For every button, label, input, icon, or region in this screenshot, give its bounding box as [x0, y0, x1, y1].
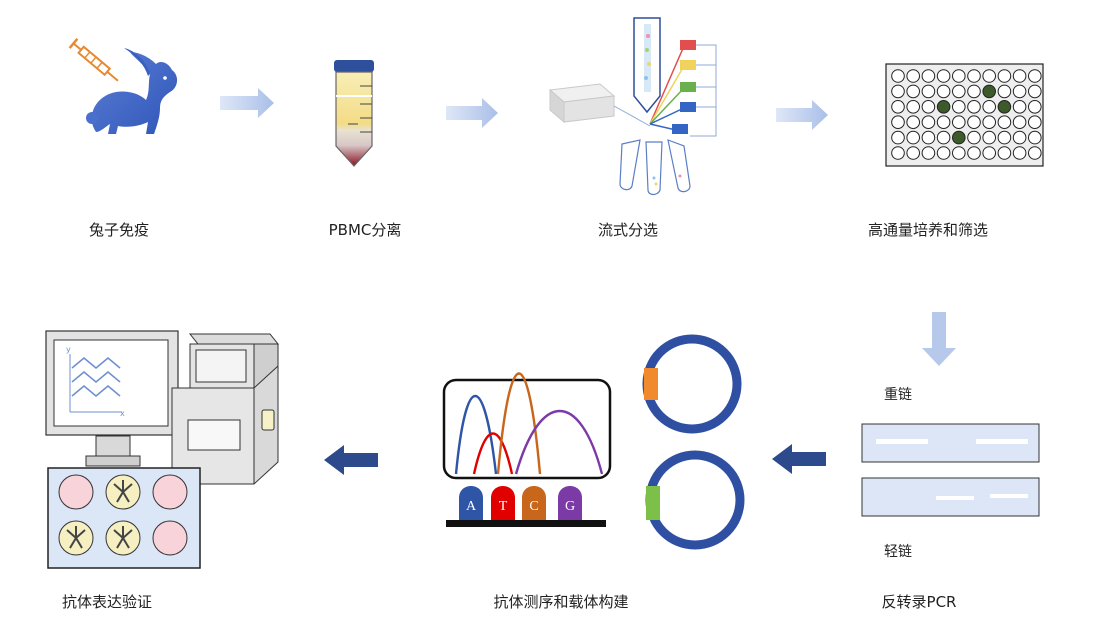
base-a: A [466, 499, 477, 514]
flow-arrow-2 [446, 98, 498, 128]
base-g: G [565, 499, 575, 514]
well [891, 100, 905, 114]
well [921, 84, 936, 99]
well [936, 69, 951, 83]
step-label-rabbit-immunization: 兔子免疫 [88, 221, 150, 239]
heavy-chain-label: 重链 [884, 387, 912, 403]
well [967, 146, 981, 160]
well [936, 146, 951, 160]
well [936, 130, 951, 145]
rabbit-syringe-icon [68, 38, 178, 134]
well [967, 115, 981, 129]
well [997, 146, 1012, 160]
well [982, 69, 997, 83]
flow-cytometer-icon [548, 17, 717, 196]
well [982, 100, 997, 114]
well [1028, 130, 1042, 145]
well-plate-icon [885, 63, 1044, 167]
well [952, 100, 966, 114]
well [952, 84, 966, 99]
well [921, 100, 936, 114]
well-positive [997, 100, 1012, 114]
well [967, 69, 981, 83]
flow-arrow-6 [324, 445, 378, 475]
well [1028, 115, 1042, 129]
flow-arrow-1 [220, 88, 274, 118]
well [921, 130, 936, 145]
well [1028, 69, 1042, 83]
flow-arrow-4 [922, 312, 956, 366]
well [982, 146, 997, 160]
light-chain-label: 轻链 [884, 544, 912, 560]
step-label-sequencing-vector: 抗体测序和载体构建 [493, 593, 629, 611]
well [891, 130, 905, 145]
well [1012, 115, 1027, 129]
well-positive [982, 84, 997, 99]
antibody-icons [66, 480, 133, 549]
well [906, 146, 921, 160]
well [952, 69, 966, 83]
well [891, 115, 905, 129]
well [952, 146, 966, 160]
well [906, 69, 921, 83]
well [997, 84, 1012, 99]
well [921, 146, 936, 160]
well [1028, 100, 1042, 114]
step-label-flow-sorting: 流式分选 [597, 221, 659, 239]
well [921, 69, 936, 83]
axis-y-letter: y [66, 345, 71, 354]
well [936, 84, 951, 99]
well [997, 69, 1012, 83]
centrifuge-tube-icon [334, 60, 374, 167]
well [921, 115, 936, 129]
step-label-expression-validation: 抗体表达验证 [61, 593, 153, 611]
well [891, 146, 905, 160]
well [982, 115, 997, 129]
well [997, 115, 1012, 129]
well [967, 84, 981, 99]
well [936, 115, 951, 129]
well [906, 130, 921, 145]
flow-arrow-3 [776, 100, 828, 130]
base-letters: A T C G [466, 499, 575, 514]
well [997, 130, 1012, 145]
well [1012, 84, 1027, 99]
step-label-pbmc-isolation: PBMC分离 [328, 221, 402, 239]
well [906, 84, 921, 99]
well [967, 130, 981, 145]
flow-arrow-5 [772, 444, 826, 474]
gel-bands-icon [861, 423, 1040, 517]
well [906, 100, 921, 114]
step-label-high-throughput-screening: 高通量培养和筛选 [867, 221, 989, 239]
well-positive [936, 100, 951, 114]
well [891, 69, 905, 83]
step-label-rt-pcr: 反转录PCR [881, 593, 957, 611]
well [982, 130, 997, 145]
expression-validation-icon [45, 330, 280, 569]
well-positive [952, 130, 966, 145]
base-t: T [499, 499, 508, 514]
well [1012, 100, 1027, 114]
well [1028, 146, 1042, 160]
axis-x-letter: x [120, 409, 125, 418]
well [1028, 84, 1042, 99]
sequencing-plasmid-icon [442, 334, 745, 550]
well [1012, 146, 1027, 160]
base-c: C [529, 499, 538, 514]
well [952, 115, 966, 129]
well [906, 115, 921, 129]
well [891, 84, 905, 99]
chart-axis-letters: y x [66, 345, 125, 418]
well [967, 100, 981, 114]
well [1012, 130, 1027, 145]
well [1012, 69, 1027, 83]
